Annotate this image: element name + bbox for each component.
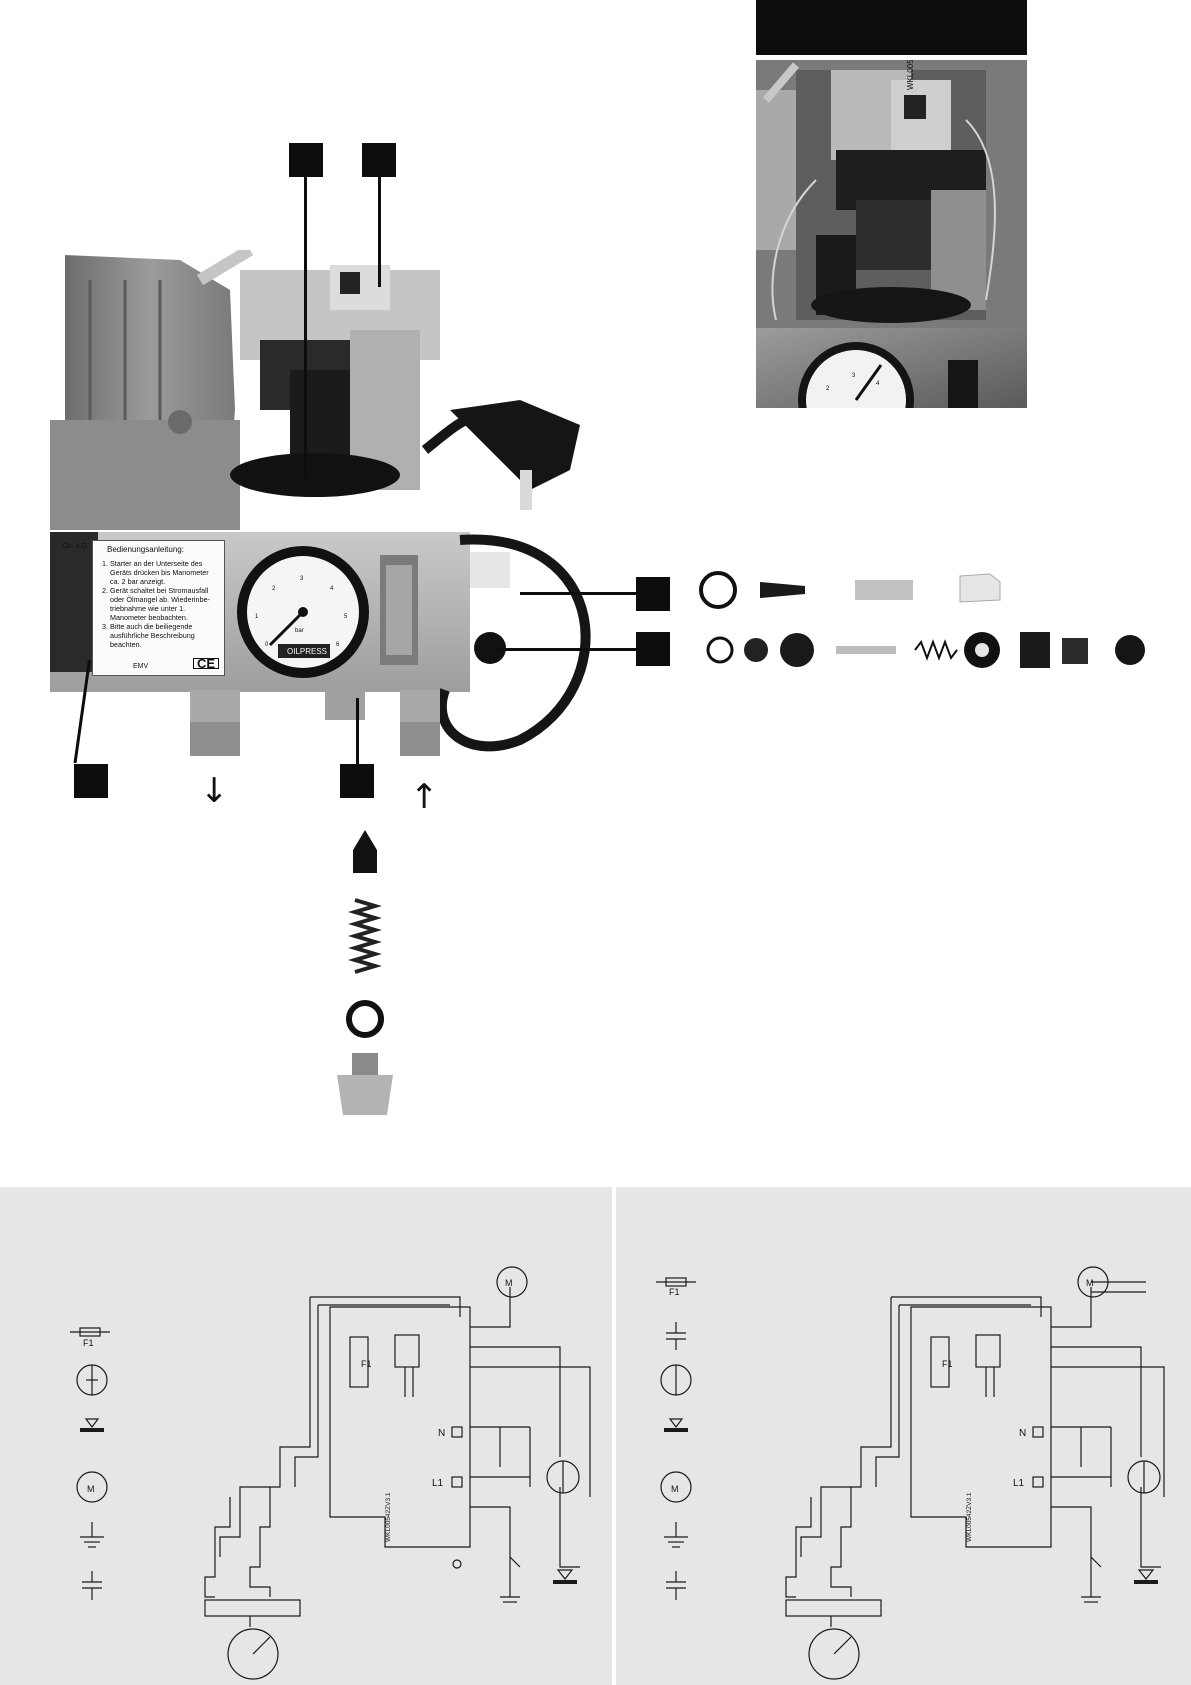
motor-letter-right: M bbox=[1086, 1278, 1094, 1288]
terminal-l1-right: L1 bbox=[1013, 1478, 1025, 1489]
marker-1 bbox=[289, 143, 323, 177]
exploded-valve-parts bbox=[337, 830, 393, 1115]
gauge-unit: bar bbox=[295, 628, 304, 634]
spare-parts-rows bbox=[699, 571, 1145, 668]
leader-line bbox=[378, 177, 381, 287]
legend-fuse-label: F1 bbox=[83, 1338, 94, 1348]
inset-gauge-tick: 4 bbox=[876, 381, 880, 387]
header-box bbox=[756, 0, 1027, 55]
gauge-brand: OILPRESS bbox=[287, 647, 327, 656]
instruction-title: Bedienungsanleitung: bbox=[107, 545, 184, 554]
gauge-tick: 4 bbox=[330, 586, 334, 592]
inset-pcb-marking: WKL00542ZV00 bbox=[906, 60, 915, 90]
gauge-tick: 1 bbox=[255, 614, 259, 620]
pcb-fuse-label: F1 bbox=[361, 1359, 372, 1369]
marker-3 bbox=[636, 577, 670, 611]
wiring-diagram-left: M F1 M F1 N L1 WKL00542ZV3.1 bbox=[70, 1266, 591, 1680]
marker-4 bbox=[636, 632, 670, 666]
terminal-n-right: N bbox=[1019, 1428, 1026, 1439]
inset-photo-drawing: 2 3 4 bbox=[756, 60, 1027, 408]
marker-6 bbox=[340, 764, 374, 798]
inset-gauge-tick: 3 bbox=[852, 373, 856, 379]
instruction-label: Bedienungsanleitung: Starter an der Unte… bbox=[92, 540, 225, 676]
gauge-tick: 0 bbox=[265, 642, 269, 648]
leader-line bbox=[304, 177, 307, 477]
device-photo: OILPRESS bar 0 1 2 3 4 5 6 bbox=[50, 244, 650, 770]
marker-2 bbox=[362, 143, 396, 177]
wiring-panel-left: M F1 M F1 N L1 WKL00542ZV3.1 bbox=[0, 1187, 612, 1685]
terminal-n: N bbox=[438, 1428, 445, 1439]
instruction-step: Starter an der Unterseite des Geräts drü… bbox=[110, 559, 219, 586]
pcb-marking-right: WKL00542ZV3.1 bbox=[966, 1492, 973, 1542]
gauge-tick: 3 bbox=[300, 576, 304, 582]
arrow-up-icon: ↑ bbox=[410, 777, 439, 817]
gauge-tick: 6 bbox=[336, 642, 340, 648]
ce-mark: CE bbox=[193, 657, 220, 670]
pcb-marking: WKL00542ZV3.1 bbox=[385, 1492, 392, 1542]
motor-symbol-letter-right: M bbox=[671, 1484, 679, 1494]
panel-divider bbox=[612, 1187, 616, 1685]
wiring-panel-right: F1 M M F1 N L1 WKL00542ZV3.1 bbox=[616, 1187, 1191, 1685]
inset-gauge-tick: 2 bbox=[826, 386, 830, 392]
legend-fuse-label-right: F1 bbox=[669, 1287, 680, 1297]
instruction-step: Bitte auch die beiliegende ausführliche … bbox=[110, 622, 219, 649]
leader-line bbox=[356, 698, 359, 764]
label-corner-tag: Co. KG bbox=[62, 541, 87, 550]
emv-mark: EMV bbox=[133, 663, 149, 670]
gauge-tick: 2 bbox=[272, 586, 276, 592]
leader-line bbox=[495, 648, 636, 651]
leader-line bbox=[520, 592, 636, 595]
instruction-step: Gerät schaltet bei Stromausfall oder Ölm… bbox=[110, 586, 219, 622]
inset-photo: 2 3 4 WKL00542ZV00 bbox=[756, 60, 1027, 408]
motor-symbol-letter: M bbox=[87, 1484, 95, 1494]
wiring-diagram-right: F1 M M F1 N L1 WKL00542ZV3.1 bbox=[656, 1266, 1165, 1680]
instruction-steps: Starter an der Unterseite des Geräts drü… bbox=[110, 559, 219, 649]
device-drawing: OILPRESS bar 0 1 2 3 4 5 6 bbox=[50, 244, 591, 756]
arrow-down-icon: ↓ bbox=[200, 771, 229, 811]
svg-text:M: M bbox=[505, 1278, 513, 1288]
marker-5 bbox=[74, 764, 108, 798]
pcb-fuse-label-right: F1 bbox=[942, 1359, 953, 1369]
gauge-tick: 5 bbox=[344, 614, 348, 620]
terminal-l1: L1 bbox=[432, 1478, 444, 1489]
